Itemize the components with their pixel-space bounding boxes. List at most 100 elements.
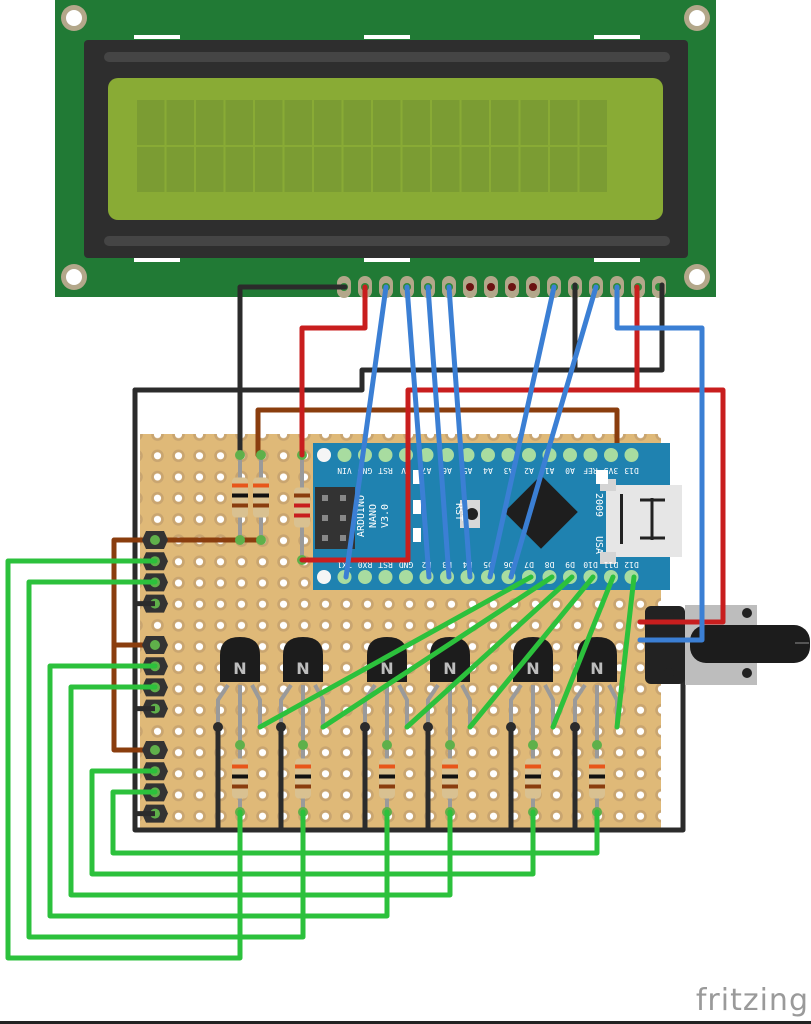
arduino-pin [460, 448, 475, 462]
arduino-bottom-pin-label: D8 [545, 560, 555, 569]
arduino-pin [440, 448, 454, 462]
resistor-band [525, 764, 541, 769]
emitter-pad [506, 722, 516, 732]
arduino-year: 2009 [593, 493, 604, 517]
resistor-band [294, 503, 310, 508]
resistor-band [232, 503, 248, 508]
digit-base-wire [320, 574, 555, 730]
arduino-bottom-pin-label: D5 [483, 560, 493, 569]
transistor-label: N [443, 659, 456, 678]
arduino-pin [583, 448, 598, 462]
lcd-pin-pad [508, 283, 516, 291]
lcd-character-cell [432, 100, 460, 145]
arduino-pin [317, 448, 331, 462]
arduino-top-pin-label: GND [358, 466, 373, 475]
lcd-character-grid [137, 100, 607, 192]
arduino-top-pin-label: RST [378, 466, 393, 475]
lcd-character-cell [225, 147, 253, 192]
arduino-top-pin-label: D13 [624, 466, 639, 475]
arduino-pin [624, 448, 639, 462]
resistor-band [232, 784, 248, 789]
arduino-top-pin-label: A3 [504, 466, 514, 475]
arduino-pin [317, 570, 331, 584]
transistor-leg [460, 684, 472, 727]
resistor-band [442, 784, 458, 789]
digit-base-wire [550, 574, 616, 730]
header-pin [150, 745, 160, 755]
ground-lcd-pin1-wire [237, 284, 348, 458]
arduino-bottom-pin-label: RX0 [358, 560, 373, 569]
resistor-band [295, 784, 311, 789]
transistor-label: N [233, 659, 246, 678]
resistor-band [232, 774, 248, 779]
resistor-pad [382, 740, 392, 750]
lcd-character-cell [402, 147, 430, 192]
lcd-data-wire [404, 284, 432, 580]
lcd-character-cell [461, 147, 489, 192]
arduino-pin [399, 570, 413, 584]
resistor-band [232, 764, 248, 769]
resistor-band [295, 774, 311, 779]
arduino-pin [337, 448, 352, 462]
emitter-pad [423, 722, 433, 732]
arduino-bottom-pin-label: D7 [524, 560, 534, 569]
lcd-character-cell [255, 100, 283, 145]
resistor-pad [235, 450, 245, 460]
arduino-bottom-pin-label: D11 [604, 560, 619, 569]
lcd-character-cell [255, 147, 283, 192]
icsp-header [315, 487, 355, 549]
resistor-band [589, 764, 605, 769]
digit-base-wire [257, 574, 534, 730]
lcd-vcc-wire [299, 284, 368, 458]
lcd-pin-pad [466, 283, 474, 291]
lcd-character-cell [491, 147, 519, 192]
usb-label: USA [593, 536, 604, 554]
lcd-data-wire [343, 284, 389, 580]
lcd-character-cell [196, 100, 224, 145]
arduino-pin [604, 448, 618, 462]
lcd-character-cell [579, 100, 607, 145]
arduino-bottom-pin-label: D9 [565, 560, 575, 569]
arduino-bottom-pin-label: D12 [624, 560, 639, 569]
transistor-label: N [380, 659, 393, 678]
arduino-top-pin-label: A0 [565, 466, 575, 475]
resistor-band [525, 774, 541, 779]
lcd-character-cell [166, 147, 194, 192]
transistor-leg [250, 684, 262, 727]
resistor-band [379, 774, 395, 779]
arduino-top-pin-label: VIN [337, 466, 352, 475]
resistor-pad [445, 740, 455, 750]
contrast-wire [614, 284, 705, 643]
resistor-pad [528, 740, 538, 750]
emitter-pad [276, 722, 286, 732]
lcd-character-cell [402, 100, 430, 145]
transistor-label: N [296, 659, 309, 678]
pot-knob[interactable] [690, 625, 810, 663]
resistor-pad [235, 535, 245, 545]
arduino-pin [378, 448, 393, 462]
lcd-character-cell [461, 100, 489, 145]
resistor-band [525, 784, 541, 789]
bottom-border [0, 1021, 811, 1024]
resistor-band [294, 513, 310, 518]
emitter-pad [213, 722, 223, 732]
header-pin [150, 535, 160, 545]
lcd-character-cell [284, 147, 312, 192]
arduino-pin [563, 448, 577, 462]
resistor-band [589, 784, 605, 789]
arduino-top-pin-label: A4 [483, 466, 493, 475]
arduino-top-pin-label: A2 [524, 466, 534, 475]
digit-base-wire [467, 574, 596, 730]
arduino-pin [378, 570, 393, 584]
reset-label: RST [453, 503, 464, 521]
lcd-module [55, 0, 716, 298]
transistor-leg [216, 683, 230, 727]
arduino-label-line2: NANO [368, 504, 379, 528]
transistor-stage: N [506, 637, 555, 830]
arduino-pin [481, 448, 495, 462]
arduino-top-pin-label: A5 [463, 466, 473, 475]
resistor-band [294, 493, 310, 498]
arduino-top-pin-label: 3V3 [604, 466, 619, 475]
